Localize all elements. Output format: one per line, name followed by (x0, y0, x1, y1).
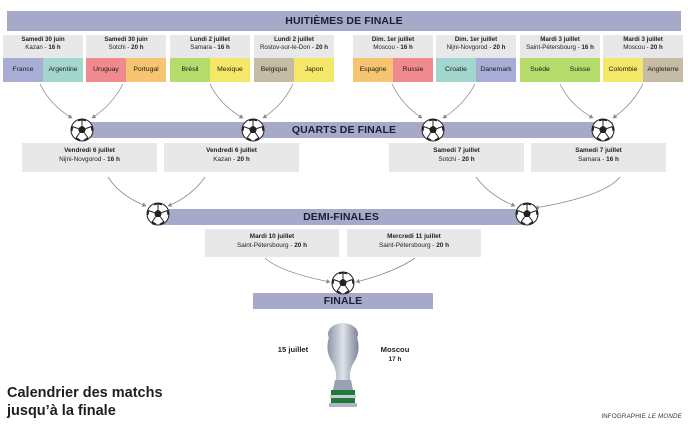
team-name: France (3, 58, 43, 82)
team-name: Japon (294, 58, 334, 82)
quarterfinals-banner: QUARTS DE FINALE (75, 122, 613, 138)
r16-match-date: Samedi 30 juin (104, 36, 148, 43)
final-date: 15 juillet (277, 345, 309, 354)
final-banner: FINALE (253, 293, 433, 309)
sf-match-2-date: Mercredi 11 juillet (387, 233, 441, 240)
r16-match-venue: Sotchi - 20 h (108, 44, 144, 52)
credit-line: INFOGRAPHIE LE MONDE (601, 413, 682, 420)
qf-match-3-date: Samedi 7 juillet (433, 147, 480, 154)
r16-match-venue: Kazan - 16 h (25, 44, 61, 52)
semifinals-banner: DEMI-FINALES (152, 209, 530, 225)
team-name: Belgique (254, 58, 294, 82)
sf-match-2: Mercredi 11 juillet Saint-Pétersbourg - … (347, 229, 481, 257)
title-line-1: Calendrier des matchs (7, 385, 163, 401)
soccer-ball-icon (146, 202, 170, 226)
soccer-ball-icon (421, 118, 445, 142)
team-name: Suisse (560, 58, 600, 82)
qf-match-2: Vendredi 6 juillet Kazan - 20 h (164, 143, 299, 172)
soccer-ball-icon (591, 118, 615, 142)
qf-match-2-venue: Kazan - 20 h (213, 156, 250, 163)
team-name: Angleterre (643, 58, 683, 82)
qf-match-1-venue: Nijni-Novgorod - 16 h (59, 156, 120, 163)
r16-match-date: Samedi 30 juin (21, 36, 65, 43)
quarterfinals-label: QUARTS DE FINALE (288, 124, 400, 136)
r16-match-venue: Saint-Pétersbourg - 16 h (526, 44, 594, 52)
world-cup-trophy-icon (327, 323, 359, 407)
round-of-16-banner: HUITIÈMES DE FINALE (7, 11, 681, 31)
team-name: Colombie (603, 58, 643, 82)
round-of-16-label: HUITIÈMES DE FINALE (285, 15, 403, 27)
sf-match-1-venue: Saint-Pétersbourg - 20 h (237, 242, 307, 249)
team-name: Russie (393, 58, 433, 82)
soccer-ball-icon (515, 202, 539, 226)
soccer-ball-icon (70, 118, 94, 142)
r16-match-date: Dim. 1er juillet (371, 36, 415, 43)
team-name: Croatie (436, 58, 476, 82)
sf-match-1-date: Mardi 10 juillet (249, 233, 295, 240)
final-venue: Moscou 17 h (370, 345, 420, 365)
credit-prefix: INFOGRAPHIE (601, 413, 647, 420)
team-name: Mexique (210, 58, 250, 82)
r16-match-date: Mardi 3 juillet (623, 36, 663, 43)
team-name: Danemark (476, 58, 516, 82)
qf-match-4-venue: Samara - 16 h (578, 156, 619, 163)
r16-match-venue: Moscou - 16 h (373, 44, 413, 52)
qf-match-2-date: Vendredi 6 juillet (206, 147, 257, 154)
soccer-ball-icon (241, 118, 265, 142)
team-name: Brésil (170, 58, 210, 82)
r16-match-venue: Nijni-Novgorod - 20 h (446, 44, 506, 52)
final-city: Moscou (380, 345, 410, 354)
r16-match-date: Dim. 1er juillet (454, 36, 498, 43)
team-name: Portugal (126, 58, 166, 82)
qf-match-3-venue: Sotchi - 20 h (438, 156, 475, 163)
r16-match-date: Lundi 2 juillet (274, 36, 314, 43)
semifinals-label: DEMI-FINALES (300, 211, 382, 223)
r16-match-venue: Samara - 16 h (190, 44, 230, 52)
r16-match-venue: Rostov-sur-le-Don - 20 h (259, 44, 329, 52)
sf-match-2-venue: Saint-Pétersbourg - 20 h (379, 242, 449, 249)
title-line-2: jusqu’à la finale (7, 403, 116, 419)
final-label: FINALE (320, 295, 366, 307)
qf-match-3: Samedi 7 juillet Sotchi - 20 h (389, 143, 524, 172)
qf-match-1-date: Vendredi 6 juillet (64, 147, 115, 154)
team-name: Uruguay (86, 58, 126, 82)
team-name: Argentine (43, 58, 83, 82)
team-name: Espagne (353, 58, 393, 82)
r16-match-venue: Moscou - 20 h (623, 44, 663, 52)
qf-match-1: Vendredi 6 juillet Nijni-Novgorod - 16 h (22, 143, 157, 172)
r16-match-date: Lundi 2 juillet (190, 36, 230, 43)
soccer-ball-icon (331, 271, 355, 295)
team-name: Suède (520, 58, 560, 82)
qf-match-4: Samedi 7 juillet Samara - 16 h (531, 143, 666, 172)
qf-match-4-date: Samedi 7 juillet (575, 147, 622, 154)
credit-brand: LE MONDE (648, 413, 682, 420)
final-time: 17 h (388, 356, 402, 363)
chart-title: Calendrier des matchs jusqu’à la finale (7, 384, 163, 420)
sf-match-1: Mardi 10 juillet Saint-Pétersbourg - 20 … (205, 229, 339, 257)
r16-match-date: Mardi 3 juillet (540, 36, 580, 43)
